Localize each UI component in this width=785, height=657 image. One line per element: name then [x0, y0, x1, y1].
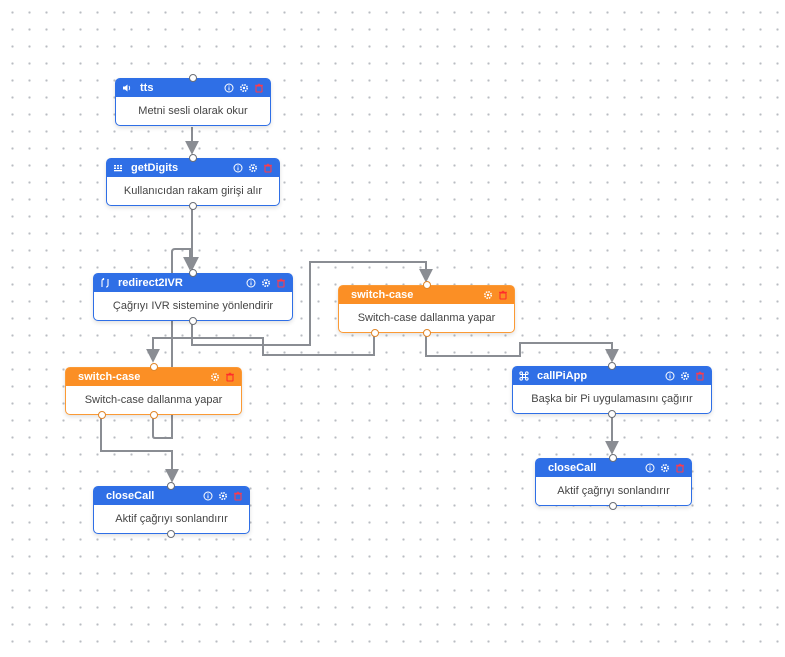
gear-icon[interactable] — [209, 372, 220, 383]
node-title: redirect2IVR — [118, 277, 183, 289]
node-description: Kullanıcıdan rakam girişi alır — [123, 185, 263, 197]
node-closecall-left[interactable]: closeCall Aktif çağrıyı sonlandırır — [93, 482, 250, 538]
node-header[interactable]: switch-case — [339, 286, 514, 304]
edge-switchleft-to-closecall[interactable] — [100, 415, 179, 483]
info-icon[interactable] — [223, 83, 234, 94]
trash-icon[interactable] — [253, 83, 264, 94]
info-icon[interactable] — [245, 278, 256, 289]
node-redirect2ivr[interactable]: redirect2IVR Çağrıyı IVR sistemine yönle… — [93, 269, 293, 325]
speaker-icon — [122, 83, 132, 93]
output-port[interactable] — [608, 410, 616, 418]
gear-icon[interactable] — [238, 83, 249, 94]
input-port[interactable] — [189, 74, 197, 82]
edge-redirect-to-switchleft[interactable] — [146, 321, 193, 363]
gear-icon[interactable] — [247, 163, 258, 174]
edge-switchright-to-callpiapp[interactable] — [425, 333, 619, 363]
trash-icon[interactable] — [224, 372, 235, 383]
node-switch-case-right[interactable]: switch-case Switch-case dallanma yapar — [338, 281, 515, 337]
trash-icon[interactable] — [694, 371, 705, 382]
info-icon[interactable] — [644, 463, 655, 474]
node-title: closeCall — [106, 490, 155, 502]
node-description: Çağrıyı IVR sistemine yönlendirir — [112, 300, 274, 312]
gear-icon[interactable] — [482, 290, 493, 301]
input-port[interactable] — [423, 281, 431, 289]
node-title: switch-case — [78, 371, 141, 383]
node-callpiapp[interactable]: callPiApp Başka bir Pi uygulamasını çağı… — [512, 362, 712, 418]
trash-icon[interactable] — [262, 163, 273, 174]
output-port[interactable] — [189, 317, 197, 325]
node-description: Aktif çağrıyı sonlandırır — [557, 485, 670, 497]
output-port-left[interactable] — [371, 329, 379, 337]
input-port[interactable] — [608, 362, 616, 370]
node-description: Başka bir Pi uygulamasını çağırır — [531, 393, 693, 405]
output-port[interactable] — [167, 530, 175, 538]
node-title: getDigits — [131, 162, 179, 174]
trash-icon[interactable] — [232, 491, 243, 502]
command-icon — [519, 371, 529, 381]
node-description: Switch-case dallanma yapar — [84, 394, 223, 406]
node-header[interactable]: closeCall — [536, 459, 691, 477]
redirect-icon — [100, 278, 110, 288]
node-header[interactable]: getDigits — [107, 159, 279, 177]
gear-icon[interactable] — [679, 371, 690, 382]
gear-icon[interactable] — [260, 278, 271, 289]
node-title: tts — [140, 82, 154, 94]
trash-icon[interactable] — [497, 290, 508, 301]
node-getdigits[interactable]: getDigits Kullanıcıdan rakam girişi alır — [106, 154, 280, 210]
output-port-right[interactable] — [150, 411, 158, 419]
node-tts[interactable]: tts Metni sesli olarak okur — [115, 74, 271, 126]
node-switch-case-left[interactable]: switch-case Switch-case dallanma yapar — [65, 363, 242, 419]
node-header[interactable]: callPiApp — [513, 367, 711, 385]
node-header[interactable]: redirect2IVR — [94, 274, 292, 292]
output-port[interactable] — [189, 202, 197, 210]
node-header[interactable]: switch-case — [66, 368, 241, 386]
node-description: Switch-case dallanma yapar — [357, 312, 496, 324]
gear-icon[interactable] — [659, 463, 670, 474]
info-icon[interactable] — [664, 371, 675, 382]
input-port[interactable] — [609, 454, 617, 462]
trash-icon[interactable] — [275, 278, 286, 289]
node-title: callPiApp — [537, 370, 588, 382]
node-header[interactable]: tts — [116, 79, 270, 97]
node-title: switch-case — [351, 289, 414, 301]
input-port[interactable] — [189, 154, 197, 162]
output-port-left[interactable] — [98, 411, 106, 419]
gear-icon[interactable] — [217, 491, 228, 502]
node-title: closeCall — [548, 462, 597, 474]
output-port[interactable] — [609, 502, 617, 510]
input-port[interactable] — [189, 269, 197, 277]
node-description: Metni sesli olarak okur — [138, 105, 248, 117]
input-port[interactable] — [167, 482, 175, 490]
node-header[interactable]: closeCall — [94, 487, 249, 505]
edge-switchright-back-to-redirect[interactable] — [192, 333, 375, 356]
node-closecall-right[interactable]: closeCall Aktif çağrıyı sonlandırır — [535, 454, 692, 510]
keypad-icon — [113, 163, 123, 173]
node-description: Aktif çağrıyı sonlandırır — [115, 513, 228, 525]
info-icon[interactable] — [232, 163, 243, 174]
input-port[interactable] — [150, 363, 158, 371]
output-port-right[interactable] — [423, 329, 431, 337]
trash-icon[interactable] — [674, 463, 685, 474]
info-icon[interactable] — [202, 491, 213, 502]
